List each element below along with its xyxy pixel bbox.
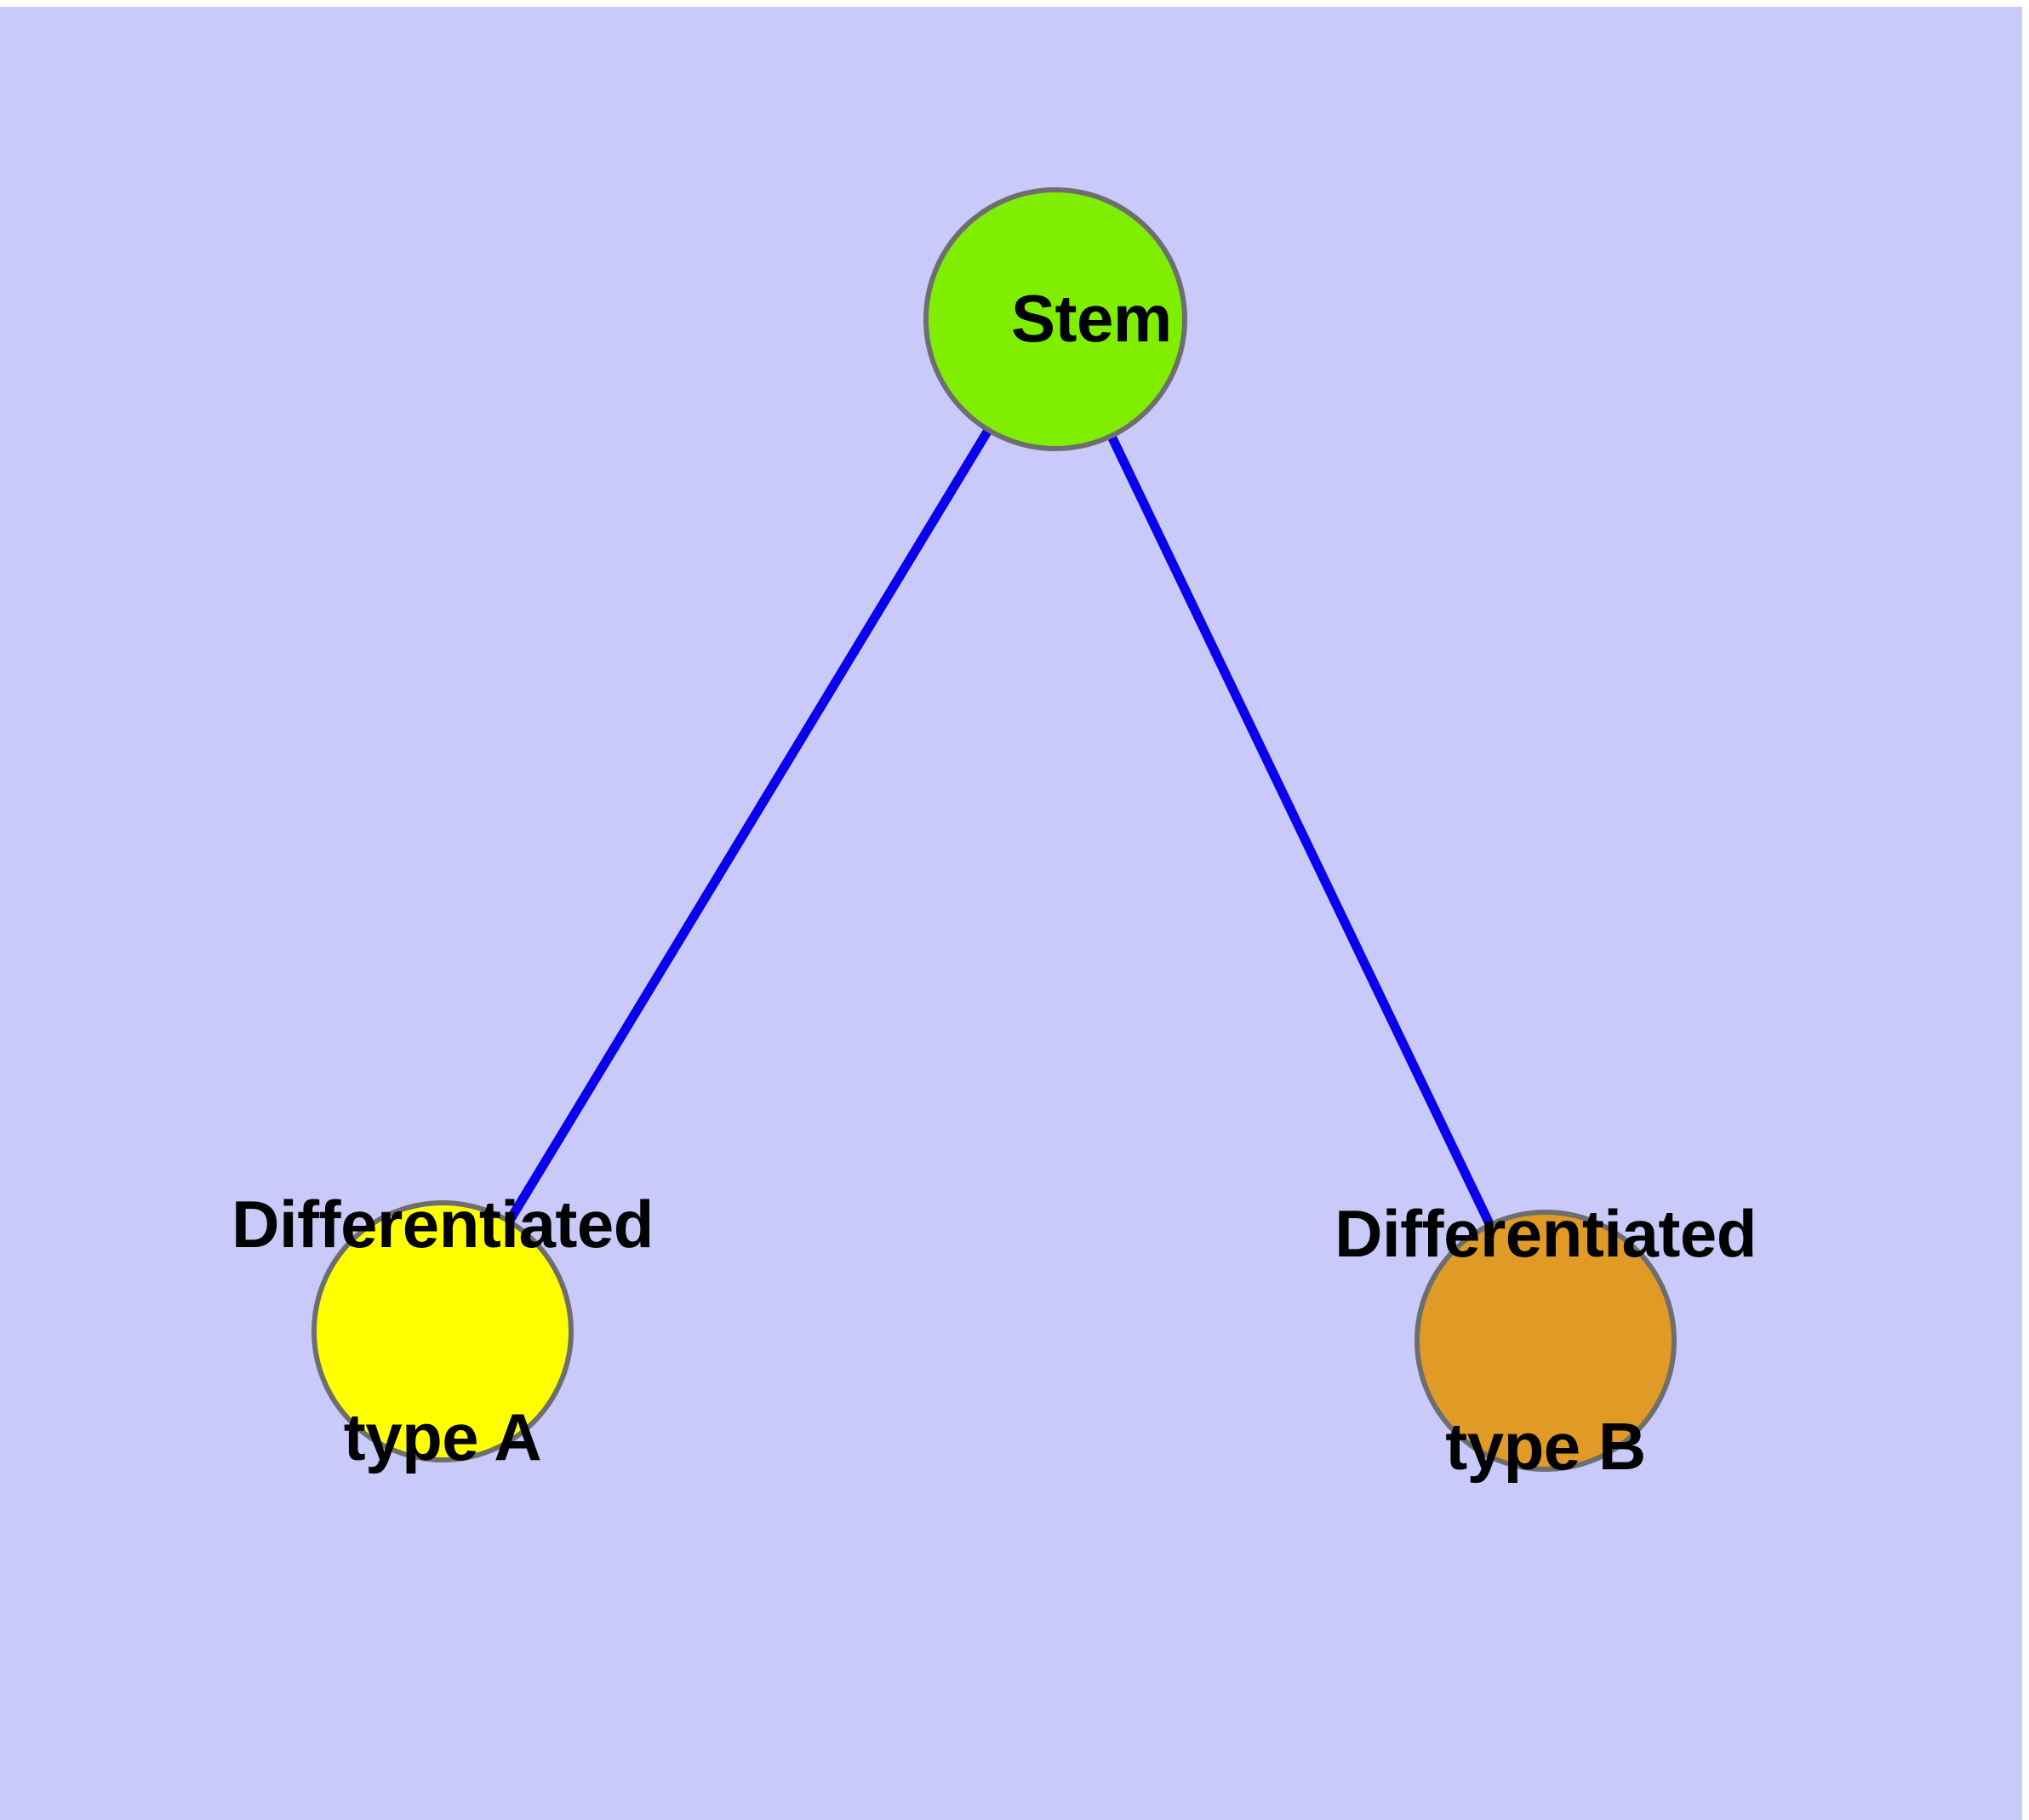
edge-stem-to-diff-a <box>438 317 1060 1334</box>
node-differentiated-type-b[interactable] <box>1415 1210 1677 1472</box>
node-differentiated-type-a[interactable] <box>311 1200 574 1462</box>
node-stem[interactable] <box>923 187 1187 451</box>
edge-layer <box>438 317 1550 1343</box>
edge-stem-to-diff-b <box>1051 317 1550 1343</box>
node-layer <box>311 187 1677 1472</box>
